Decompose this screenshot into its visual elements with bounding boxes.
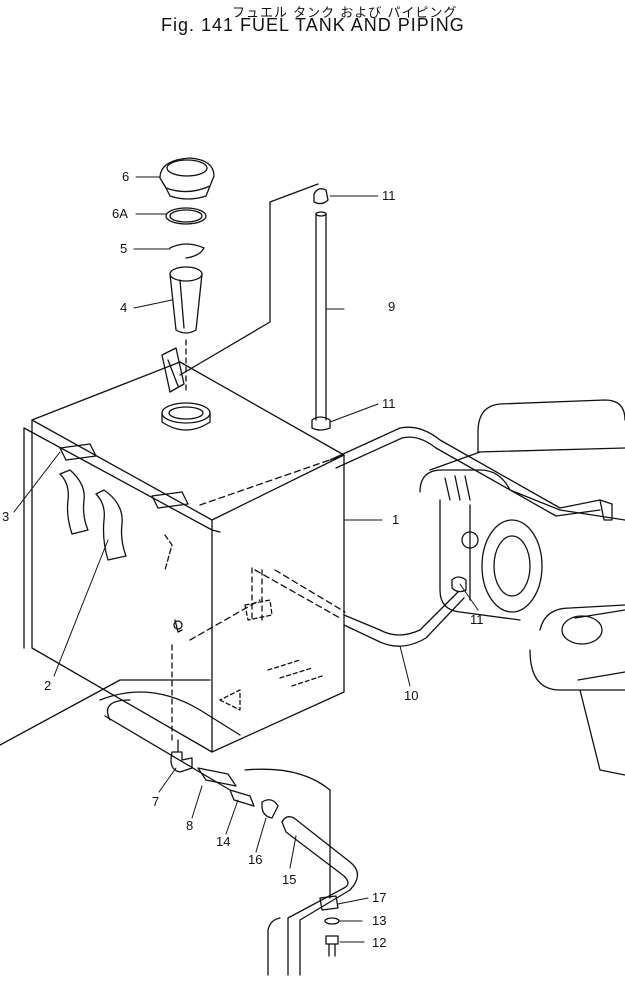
figure-title: Fig. 141 FUEL TANK AND PIPING — [161, 15, 465, 35]
callout-15: 15 — [282, 872, 296, 887]
callout-17: 17 — [372, 890, 386, 905]
callout-8: 8 — [186, 818, 193, 833]
filler-cap-assembly — [159, 157, 215, 393]
leader-lines — [13, 176, 479, 943]
callout-6a: 6A — [112, 206, 128, 221]
callout-11-right: 11 — [470, 612, 484, 627]
callout-4: 4 — [120, 300, 127, 315]
callout-11-middle: 11 — [382, 396, 396, 411]
callout-2: 2 — [44, 678, 51, 693]
supply-line — [0, 619, 359, 976]
callout-11-top: 11 — [382, 188, 396, 203]
callout-labels: 1 2 3 4 5 6 6A 7 8 9 10 11 11 11 12 13 1… — [2, 169, 484, 950]
callout-1: 1 — [392, 512, 399, 527]
callout-14: 14 — [216, 834, 230, 849]
fuel-pipes — [244, 426, 601, 647]
callout-5: 5 — [120, 241, 127, 256]
engine-outline — [419, 399, 625, 776]
callout-16: 16 — [248, 852, 262, 867]
callout-6: 6 — [122, 169, 129, 184]
callout-3: 3 — [2, 509, 9, 524]
callout-9: 9 — [388, 299, 395, 314]
callout-13: 13 — [372, 913, 386, 928]
callout-7: 7 — [152, 794, 159, 809]
title-japanese: フュエル タンク および パイピング — [232, 6, 458, 21]
fuel-tank — [23, 347, 346, 753]
callout-12: 12 — [372, 935, 386, 950]
callout-10: 10 — [404, 688, 418, 703]
breather-pipe — [179, 183, 331, 431]
